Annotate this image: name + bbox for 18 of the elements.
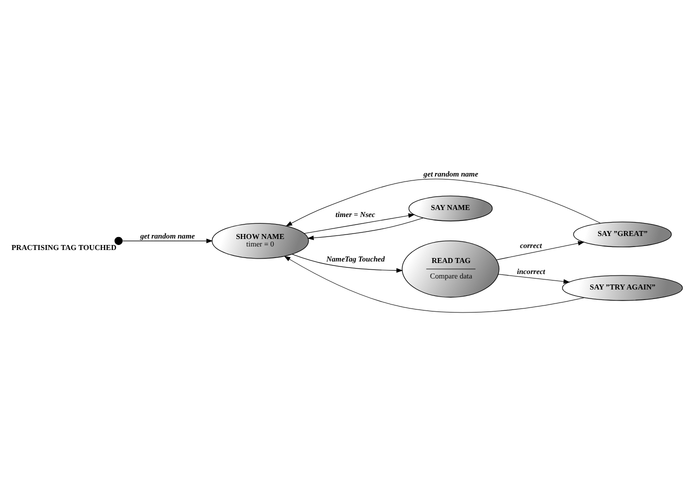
arrow <box>304 212 415 234</box>
arrow <box>286 178 601 226</box>
arrow <box>307 217 424 240</box>
edge-label: incorrect <box>517 266 546 276</box>
arrow <box>292 253 403 272</box>
node-circle <box>114 236 123 244</box>
edge-label: timer = Nsec <box>336 210 376 219</box>
node-ellipse: READ TAG Compare data <box>402 240 500 298</box>
edge-label: correct <box>520 240 542 250</box>
arrow <box>284 255 584 312</box>
arrow <box>122 238 213 243</box>
arrow <box>496 240 585 260</box>
edge-label: get random name <box>140 230 195 240</box>
edge-label: get random name <box>424 169 478 178</box>
node-label: PRACTISING TAG TOUCHED <box>12 242 116 252</box>
node-ellipse: SHOW NAME timer = 0 <box>212 222 309 258</box>
arrow <box>498 274 570 284</box>
edge-label: NameTag Touched <box>326 254 385 264</box>
